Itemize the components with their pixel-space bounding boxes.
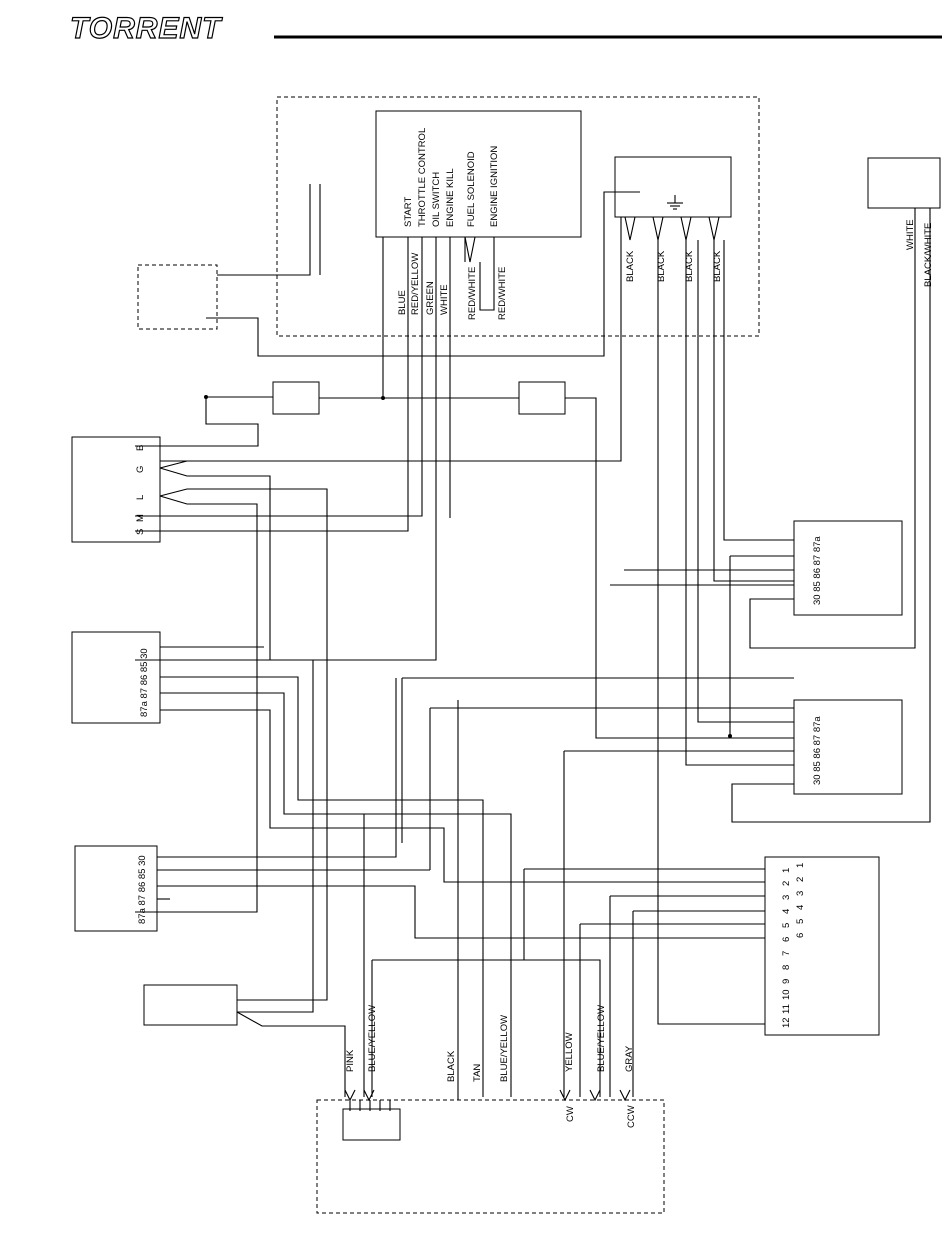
- motor-cw-label: CW: [565, 1106, 576, 1122]
- relay-left-2-pins: 87a 87 86 85 30: [137, 855, 148, 924]
- ignition-module: [375, 110, 582, 238]
- ground-block: [614, 156, 732, 218]
- small-dashed-module: [137, 264, 218, 330]
- terminal-s: S: [135, 529, 146, 535]
- terminal-block-numbers: 1 2 3 4 5 6 7 8 9 10 11 12 1 2 3 4 5 6: [781, 863, 806, 1028]
- tb-left-4: 4: [781, 909, 792, 914]
- wire-white: WHITE: [439, 284, 450, 315]
- tb-left-2: 2: [781, 881, 792, 886]
- relay-right-2: [793, 699, 903, 795]
- fuse-2: [518, 381, 566, 415]
- motor-connector: [342, 1108, 401, 1141]
- splice-dot: [204, 395, 208, 399]
- tb-right-4: 4: [795, 905, 806, 910]
- wire-black-1: BLACK: [625, 250, 636, 282]
- key-switch-terminals: B G L M S: [135, 445, 146, 535]
- relay-left-2-wires: [157, 678, 765, 939]
- right-module-wires: [731, 208, 931, 823]
- terminal-b: B: [135, 445, 146, 451]
- relay-left-2: [74, 845, 158, 932]
- wire-black-bottom: BLACK: [446, 1050, 457, 1082]
- tb-left-5: 5: [781, 923, 792, 928]
- key-switch: [71, 436, 161, 543]
- bottom-harness-wires: [236, 700, 631, 1111]
- wire-tan: TAN: [472, 1064, 483, 1082]
- tb-left-6: 6: [781, 937, 792, 942]
- wire-blue-yellow-3: BLUE/YELLOW: [596, 1005, 607, 1072]
- ignition-wire-labels: BLUE RED/YELLOW GREEN WHITE RED/WHITE RE…: [397, 253, 508, 320]
- bottom-left-module: [143, 984, 238, 1026]
- wire-red-white-1: RED/WHITE: [467, 267, 478, 320]
- terminal-block-wires: [523, 868, 765, 1097]
- label-oil-switch: OIL SWITCH: [431, 172, 442, 227]
- label-engine-ignition: ENGINE IGNITION: [489, 146, 500, 227]
- wire-gray: GRAY: [624, 1045, 635, 1072]
- tb-left-9: 9: [781, 979, 792, 984]
- splice-dot: [728, 734, 732, 738]
- relay-right-2-pins: 30 85 86 87 87a: [812, 716, 823, 785]
- terminal-g: G: [135, 466, 146, 473]
- terminal-block: [764, 856, 880, 1036]
- wire-green: GREEN: [425, 281, 436, 315]
- bottom-wire-labels: PINK BLUE/YELLOW BLACK TAN BLUE/YELLOW Y…: [345, 1005, 635, 1082]
- relay-right-1-pins: 30 85 86 87 87a: [812, 536, 823, 605]
- right-module: [867, 157, 941, 209]
- wire-black-4: BLACK: [712, 250, 723, 282]
- wire-red-yellow: RED/YELLOW: [410, 253, 421, 315]
- tb-right-2: 2: [795, 877, 806, 882]
- ground-icon: [667, 195, 683, 210]
- wire-pink: PINK: [345, 1049, 356, 1072]
- upper-wiring: [135, 184, 794, 1001]
- wire-red-white-2: RED/WHITE: [497, 267, 508, 320]
- wire-blue-yellow-2: BLUE/YELLOW: [499, 1015, 510, 1082]
- motor-enclosure: [316, 1099, 665, 1214]
- wire-black-3: BLACK: [684, 250, 695, 282]
- tb-left-11: 11: [781, 1004, 792, 1014]
- motor-ccw-label: CCW: [626, 1105, 637, 1128]
- label-engine-kill: ENGINE KILL: [445, 168, 456, 227]
- label-fuel-solenoid: FUEL SOLENOID: [466, 151, 477, 227]
- tb-right-5: 5: [795, 919, 806, 924]
- wire-blue: BLUE: [397, 290, 408, 315]
- tb-left-1: 1: [781, 868, 792, 873]
- label-start: START: [403, 197, 414, 227]
- wire-white-right: WHITE: [905, 219, 916, 250]
- ground-wires: [624, 216, 794, 1025]
- tb-left-10: 10: [781, 989, 792, 1000]
- tb-left-12: 12: [781, 1017, 792, 1028]
- relay-left-1-pins: 87a 87 86 85 30: [139, 648, 150, 717]
- torrent-logo: TORRENT: [70, 12, 223, 45]
- tb-left-7: 7: [781, 951, 792, 956]
- tb-right-1: 1: [795, 863, 806, 868]
- terminal-m: M: [135, 514, 146, 522]
- terminal-l: L: [135, 495, 146, 500]
- ignition-function-labels: START THROTTLE CONTROL OIL SWITCH ENGINE…: [403, 128, 500, 227]
- splice-dot: [381, 396, 385, 400]
- relay-left-1-wires: [160, 646, 765, 1097]
- engine-enclosure: [276, 96, 760, 337]
- ignition-wires: [135, 236, 495, 661]
- wire-black-2: BLACK: [656, 250, 667, 282]
- tb-right-6: 6: [795, 933, 806, 938]
- relay-right-1: [793, 520, 903, 616]
- tb-right-3: 3: [795, 891, 806, 896]
- wire-black-white: BLACK/WHITE: [923, 223, 934, 287]
- tb-left-8: 8: [781, 965, 792, 970]
- wire-yellow: YELLOW: [564, 1032, 575, 1072]
- fuse-1: [272, 381, 320, 415]
- relay-right-wires: [402, 555, 794, 1097]
- wire-blue-yellow-1: BLUE/YELLOW: [367, 1005, 378, 1072]
- tb-left-3: 3: [781, 895, 792, 900]
- ground-wire-labels: BLACK BLACK BLACK BLACK: [625, 250, 723, 282]
- label-throttle-control: THROTTLE CONTROL: [417, 128, 428, 227]
